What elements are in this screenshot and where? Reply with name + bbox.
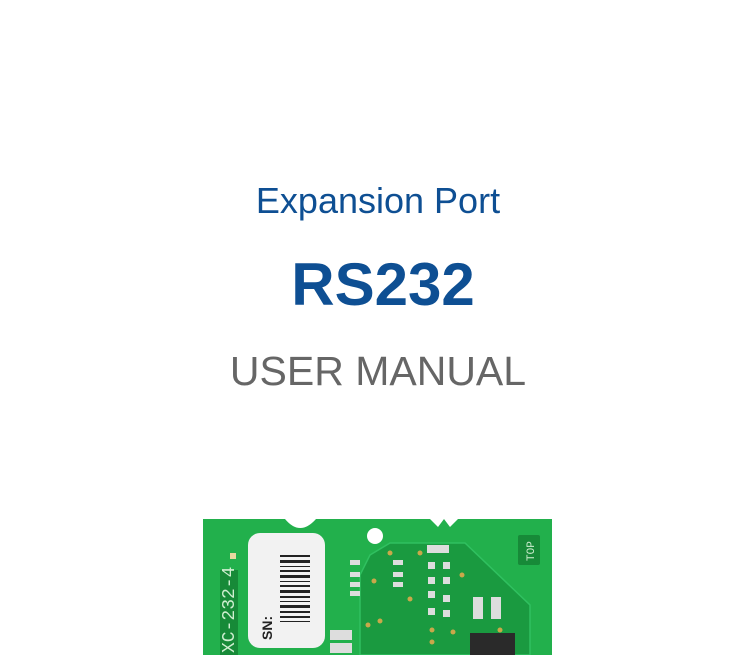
- subtitle: Expansion Port: [255, 180, 501, 221]
- silkscreen-model: XC-232-4: [220, 567, 240, 653]
- document-title: RS232: [291, 251, 475, 318]
- document-type: USER MANUAL: [229, 348, 527, 394]
- pcb-photo: XC-232-4 SN: TOP: [203, 519, 552, 655]
- serial-label: SN:: [259, 616, 275, 640]
- top-marker: TOP: [526, 541, 538, 561]
